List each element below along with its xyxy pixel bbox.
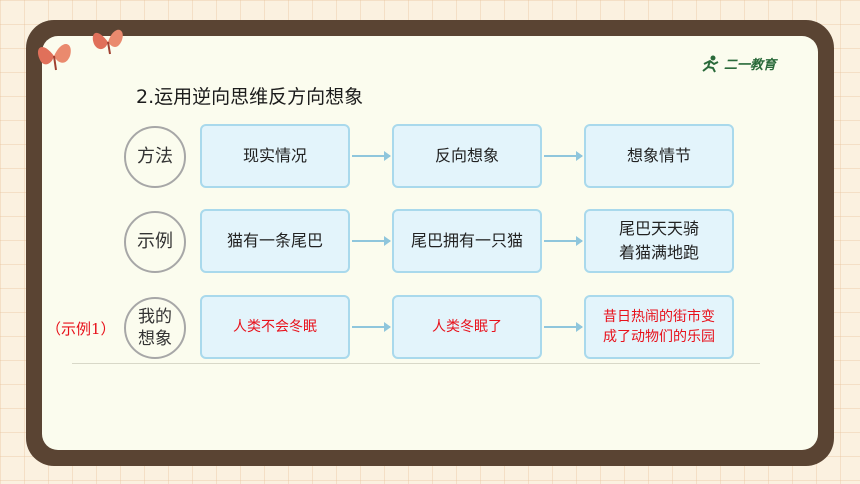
row-label-my-imagination: 我的 想象 — [124, 297, 186, 359]
arrow-icon — [352, 322, 391, 332]
answer-cell-1: 人类不会冬眠 — [200, 295, 350, 359]
example-cell-1: 猫有一条尾巴 — [200, 209, 350, 273]
arrow-icon — [544, 236, 583, 246]
logo-text: 二一教育 — [724, 58, 777, 73]
answer-cell-3: 昔日热闹的街市变 成了动物们的乐园 — [584, 295, 734, 359]
row-label-method: 方法 — [124, 126, 186, 188]
runner-logo-icon — [702, 55, 719, 72]
method-cell-reality: 现实情况 — [200, 124, 350, 188]
method-cell-plot: 想象情节 — [584, 124, 734, 188]
example-cell-2: 尾巴拥有一只猫 — [392, 209, 542, 273]
arrow-icon — [544, 151, 583, 161]
brand-logo: 二一教育 — [700, 54, 776, 73]
arrow-icon — [352, 151, 391, 161]
butterfly-right-icon — [92, 29, 123, 55]
answer-cell-2: 人类冬眠了 — [392, 295, 542, 359]
arrow-icon — [352, 236, 391, 246]
arrow-icon — [544, 322, 583, 332]
example-cell-3: 尾巴天天骑 着猫满地跑 — [584, 209, 734, 273]
butterfly-left-icon — [37, 43, 71, 71]
page-title: 2.运用逆向思维反方向想象 — [136, 86, 364, 108]
method-cell-reverse: 反向想象 — [392, 124, 542, 188]
example-note: （示例1） — [46, 320, 116, 338]
divider-line — [72, 363, 760, 364]
row-label-example: 示例 — [124, 211, 186, 273]
